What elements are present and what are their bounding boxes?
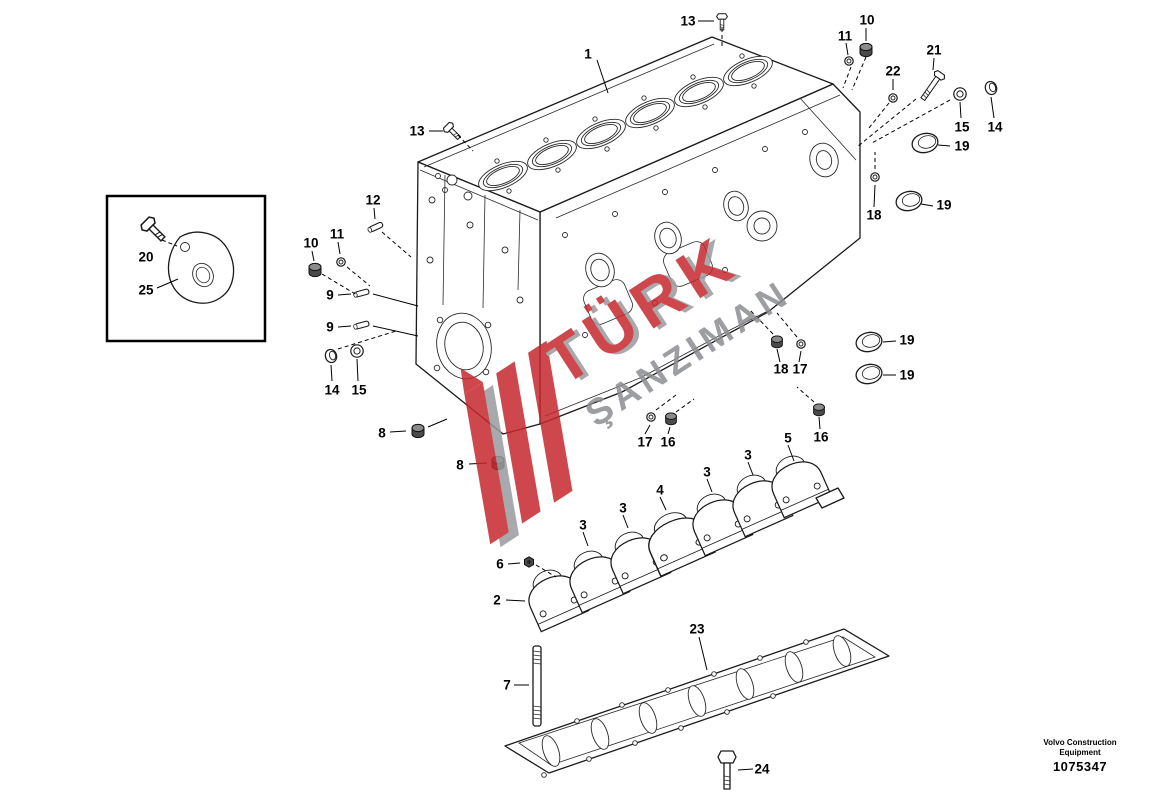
cup-plug-19-icon [853,329,885,355]
pin-9-icon [352,288,370,299]
callout-14-a: 14 [987,119,1003,135]
ring-18-icon [870,172,880,182]
ring-11-icon [844,56,854,66]
watermark-logo-icon [460,340,573,548]
cup-14-icon [982,79,1000,97]
bolt-21-icon [917,68,947,104]
ring-17-icon [796,339,806,349]
bolt-20-icon [138,214,170,246]
callout-18-b: 18 [773,361,789,377]
callout-18-a: 18 [866,207,882,223]
callout-5: 5 [784,430,792,446]
leader-lines [311,20,995,771]
plug-16-icon [665,412,677,426]
callout-23: 23 [689,621,705,637]
front-face-details [426,174,524,380]
callout-15-a: 15 [954,119,970,135]
callout-17-a: 17 [792,361,808,377]
brand-line-1: Volvo Construction [1043,738,1117,747]
callout-1: 1 [584,46,592,62]
plug-18-icon [771,335,783,349]
callout-20: 20 [138,249,154,265]
bolt-24 [717,750,737,790]
callout-7: 7 [503,677,511,693]
callout-3-d: 3 [579,517,587,533]
inset-box [105,194,267,343]
callout-24: 24 [754,761,770,777]
callout-21: 21 [926,42,942,58]
cup-14-icon [323,347,339,365]
brand-line-2: Equipment [1059,747,1101,757]
stud-bolt-7 [532,645,542,727]
callout-3-b: 3 [703,464,711,480]
washer-15-icon [350,344,364,358]
callout-11-a: 11 [837,28,853,44]
ring-17-icon [646,412,656,422]
cup-plug-19-icon [853,361,885,387]
deck-bolt-holes [435,53,757,201]
callout-11-b: 11 [329,226,345,242]
callout-9-b: 9 [326,319,334,335]
side-face-details [544,97,857,417]
cylinder-bores [478,55,773,192]
ring-22-icon [888,93,898,103]
callout-19-d: 19 [899,367,915,383]
callout-12: 12 [365,192,381,208]
bolt-13-icon [441,120,464,143]
callout-13-a: 13 [680,13,696,29]
pin-12-icon [366,221,384,234]
callout-4: 4 [656,482,664,498]
callout-25: 25 [138,282,154,298]
callout-2: 2 [493,592,501,608]
callout-8-a: 8 [378,425,386,441]
callout-3-c: 3 [619,500,627,516]
callout-19-c: 19 [899,332,915,348]
pin-9-icon [352,320,370,331]
callout-22: 22 [885,63,901,79]
callout-19-a: 19 [954,138,970,154]
callout-17-b: 17 [637,434,653,450]
bolt-13-icon [716,13,728,31]
callout-19-b: 19 [936,197,952,213]
washer-15-icon [953,87,967,101]
bearing-cap-5-flange [815,487,845,509]
ring-11-icon [336,257,346,267]
callout-10-a: 10 [859,12,875,28]
callout-15-b: 15 [351,382,367,398]
callout-16-b: 16 [813,429,829,445]
nut-6-icon [524,556,534,568]
callout-8-b: 8 [456,457,464,473]
plug-8-icon [411,423,425,439]
plug-10-icon [308,262,322,278]
callout-16-a: 16 [660,434,676,450]
callout-14-b: 14 [324,382,340,398]
callout-6: 6 [496,556,504,572]
callout-13-b: 13 [409,123,425,139]
stiffener-frame-23 [504,628,890,778]
document-info: Volvo Construction Equipment 1075347 [1028,738,1132,774]
callout-10-b: 10 [303,235,319,251]
bracket-25 [167,231,235,304]
callout-9-a: 9 [326,287,334,303]
document-number: 1075347 [1052,759,1108,774]
plug-16-icon [813,403,825,417]
bearing-caps [518,446,845,633]
plug-10-icon [859,42,873,58]
cup-plug-19-icon [909,130,941,156]
cup-plug-19-icon [893,188,925,214]
callout-3-a: 3 [744,447,752,463]
